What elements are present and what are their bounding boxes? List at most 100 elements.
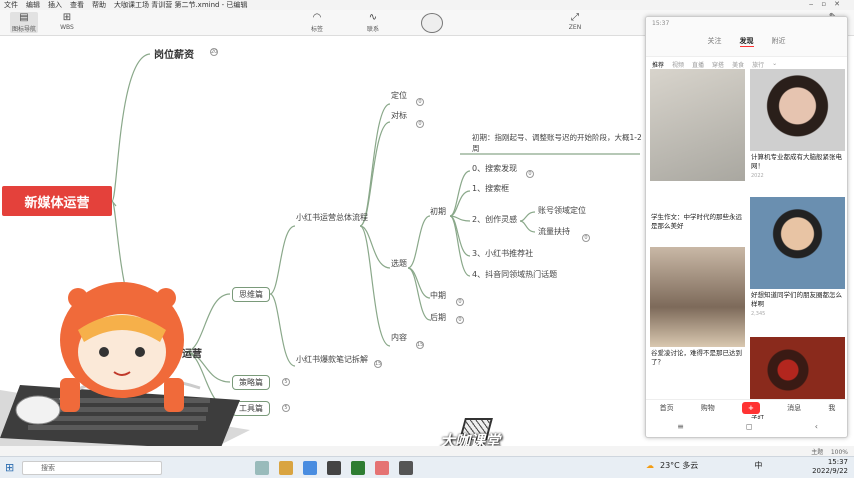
feed-card[interactable]: 计算机专业都成有大脑般紧张电网！ 2022: [750, 69, 845, 179]
taskbar-app-icon[interactable]: [399, 461, 413, 475]
mascot-overlay: [0, 282, 250, 455]
phone-cat-outfit[interactable]: 穿搭: [712, 62, 725, 69]
topic-xuanti[interactable]: 选题: [391, 259, 407, 268]
card-image: [750, 69, 845, 151]
topic-houqi[interactable]: 后期: [430, 313, 446, 322]
phone-status-time: 15:37: [652, 20, 670, 27]
system-tray: ☁ 23°C 多云 中: [646, 460, 762, 471]
phone-cat-more-icon[interactable]: ⌄: [772, 60, 778, 67]
windows-start-icon[interactable]: ⊞: [5, 461, 15, 474]
phone-cat-video[interactable]: 视频: [672, 62, 685, 69]
taskbar-app-icon[interactable]: [327, 461, 341, 475]
tb-tag-button[interactable]: ◠ 标签: [310, 12, 323, 33]
taskbar-app-icon[interactable]: [279, 461, 293, 475]
topic-step2[interactable]: 2、创作灵感: [472, 215, 518, 224]
collapse-badge-dingwei[interactable]: 0: [416, 98, 424, 106]
feed-card[interactable]: 好想知道同学们的朋友圈都怎么样啊 2,345: [750, 197, 845, 317]
mode-toggle-button[interactable]: [421, 13, 443, 33]
phone-categories: 推荐 视频 直播 穿搭 美食 旅行 ⌄: [646, 57, 847, 72]
status-right: 主题 100%: [811, 447, 848, 456]
weather-text[interactable]: 23°C 多云: [660, 461, 699, 470]
phone-tab-discover[interactable]: 发现: [739, 37, 754, 47]
window-controls[interactable]: ‒▫✕: [808, 0, 848, 8]
topic-step2a[interactable]: 账号领域定位: [538, 206, 586, 215]
menu-edit[interactable]: 编辑: [26, 1, 40, 9]
phone-bottom-nav: 首页 购物 + 消息 我: [646, 399, 847, 415]
topic-step0[interactable]: 0、搜索发现: [472, 164, 518, 173]
collapse-badge-step0[interactable]: 0: [526, 170, 534, 178]
topic-zhongqi[interactable]: 中期: [430, 291, 446, 300]
taskbar-app-icon[interactable]: [351, 461, 365, 475]
back-icon[interactable]: ‹: [814, 421, 818, 431]
collapse-badge-celue[interactable]: 5: [282, 378, 290, 386]
collapse-badge-step2b[interactable]: 0: [582, 234, 590, 242]
topic-step1[interactable]: 1、搜索框: [472, 184, 510, 193]
phone-mirror-panel[interactable]: 15:37 关注 发现 附近 推荐 视频 直播 穿搭 美食 旅行 ⌄: [645, 16, 848, 438]
topic-salary[interactable]: 岗位薪资: [154, 50, 194, 61]
home-icon[interactable]: ◻: [745, 421, 753, 431]
windows-taskbar: ⊞ 搜索 ☁ 23°C 多云 中 15:37 2022/9/22: [0, 456, 854, 478]
collapse-badge-neirong[interactable]: 15: [416, 341, 424, 349]
feed-card[interactable]: 谷爱凌讨论，难得不是那已达到了？: [650, 247, 745, 369]
taskbar-app-icon[interactable]: [375, 461, 389, 475]
menu-file[interactable]: 文件: [4, 1, 18, 9]
tag-icon: ◠: [312, 12, 322, 23]
phone-nav-me[interactable]: 我: [828, 403, 836, 412]
taskbar-apps: [255, 461, 413, 475]
phone-nav-home[interactable]: 首页: [659, 403, 674, 412]
topic-duibiao[interactable]: 对标: [391, 111, 407, 120]
phone-cat-recommend[interactable]: 推荐: [652, 62, 665, 69]
topic-xhs-notes[interactable]: 小红书爆款笔记拆解: [296, 355, 368, 364]
theme-label[interactable]: 主题: [811, 449, 824, 456]
collapse-badge-gongju[interactable]: 5: [282, 404, 290, 412]
phone-tabs: 关注 发现 附近: [646, 36, 847, 47]
taskbar-search-input[interactable]: 搜索: [22, 461, 162, 475]
topic-step2b[interactable]: 流量扶持: [538, 227, 570, 236]
phone-tab-follow[interactable]: 关注: [707, 37, 722, 45]
phone-cat-live[interactable]: 直播: [692, 62, 705, 69]
collapse-badge-xhs-notes[interactable]: 15: [374, 360, 382, 368]
collapse-badge-zhongqi[interactable]: 0: [456, 298, 464, 306]
wbs-icon: ⊞: [62, 12, 72, 23]
phone-nav-message[interactable]: 消息: [787, 403, 802, 412]
topic-step3[interactable]: 3、小红书推荐社: [472, 249, 534, 258]
topic-xhs-flow[interactable]: 小红书运营总体流程: [296, 213, 368, 222]
topic-chuqi[interactable]: 初期: [430, 207, 446, 216]
central-topic[interactable]: 新媒体运营: [2, 186, 112, 216]
feed-card[interactable]: [650, 69, 745, 185]
card-image: [750, 197, 845, 289]
topic-step4[interactable]: 4、抖音同领域热门话题: [472, 270, 558, 279]
menu-help[interactable]: 帮助: [92, 1, 106, 9]
taskbar-app-icon[interactable]: [255, 461, 269, 475]
collapse-badge-duibiao[interactable]: 0: [416, 120, 424, 128]
menu-insert[interactable]: 插入: [48, 1, 62, 9]
phone-cat-travel[interactable]: 旅行: [752, 62, 765, 69]
tb-link-button[interactable]: ∿ 联系: [366, 12, 379, 33]
phone-tab-nearby[interactable]: 附近: [771, 37, 786, 45]
zoom-level[interactable]: 100%: [830, 449, 848, 456]
window-title: 大咖课工场 青训营 第二节.xmind - 已编辑: [114, 1, 248, 9]
phone-nav-plus-button[interactable]: +: [741, 401, 760, 414]
phone-nav-shop[interactable]: 购物: [700, 403, 715, 412]
topic-dingwei[interactable]: 定位: [391, 91, 407, 100]
phone-system-nav: ≡ ◻ ‹: [646, 419, 847, 433]
topic-silu[interactable]: 思维篇: [232, 287, 270, 302]
taskbar-clock[interactable]: 15:37 2022/9/22: [812, 458, 848, 475]
phone-header: 15:37 关注 发现 附近: [646, 17, 847, 57]
phone-cat-food[interactable]: 美食: [732, 62, 745, 69]
menu-icon[interactable]: ≡: [677, 421, 684, 431]
input-language[interactable]: 中: [754, 461, 763, 470]
topic-celue[interactable]: 策略篇: [232, 375, 270, 390]
menu-bar: 文件 编辑 插入 查看 帮助 大咖课工场 青训营 第二节.xmind - 已编辑…: [0, 0, 854, 10]
tb-nav-button[interactable]: ▤ 图标导航: [10, 12, 39, 33]
feed-card[interactable]: 学生作文：中学时代的那些永远是那么美好: [650, 211, 745, 233]
taskbar-app-icon[interactable]: [303, 461, 317, 475]
topic-neirong[interactable]: 内容: [391, 333, 407, 342]
collapse-badge-houqi[interactable]: 0: [456, 316, 464, 324]
menu-view[interactable]: 查看: [70, 1, 84, 9]
topic-xhs[interactable]: 书运营: [172, 349, 202, 360]
tb-wbs-button[interactable]: ⊞ WBS: [60, 12, 74, 31]
collapse-badge-salary[interactable]: 20: [210, 48, 218, 56]
tb-zen-button[interactable]: ⤢ ZEN: [568, 12, 582, 31]
